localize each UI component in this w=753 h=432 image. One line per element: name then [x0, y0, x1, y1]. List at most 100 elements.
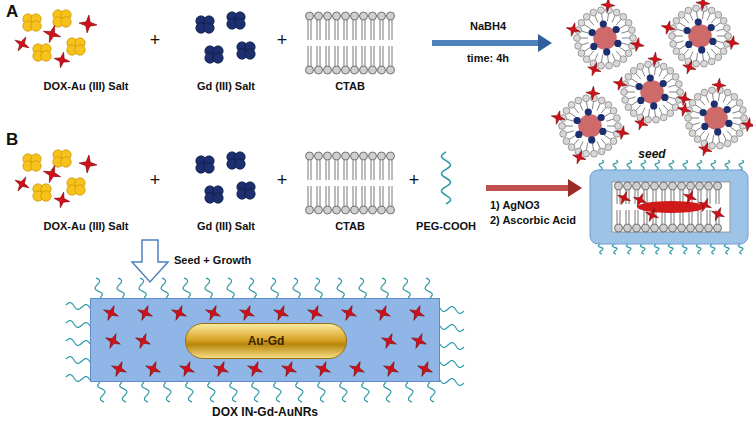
dox-star [282, 362, 297, 377]
peg-chain [440, 379, 464, 386]
peg-chain [227, 278, 234, 298]
gd-salt [196, 156, 214, 173]
peg-chain [440, 325, 464, 332]
seed-micelle [661, 0, 739, 74]
dox-star [646, 209, 659, 222]
dox-star [566, 23, 580, 37]
peg-chain [186, 382, 193, 402]
dox-star [112, 362, 127, 377]
seed-growth-arrow [132, 240, 168, 282]
peg-chain [738, 244, 743, 254]
dox-star [54, 52, 70, 68]
dox-star [274, 306, 289, 321]
scheme-label: seed [638, 147, 665, 161]
ctab-bilayer [306, 152, 395, 214]
peg-chain [440, 307, 464, 314]
rod-label: Au-Gd [248, 334, 285, 348]
dox-star [240, 306, 255, 321]
peg-chain [640, 244, 645, 254]
dox-star [635, 117, 648, 130]
dox-star [206, 306, 221, 321]
scheme-label: CTAB [335, 220, 365, 233]
dox-star [172, 306, 187, 321]
peg-chain [359, 278, 366, 298]
au-salt [53, 10, 71, 27]
seed-micelle [677, 78, 753, 156]
au-salt [67, 38, 85, 55]
au-salt [67, 178, 85, 195]
peg-chain [598, 244, 603, 254]
au-salt [53, 150, 71, 167]
gd-salt [196, 16, 214, 33]
dox-star [712, 208, 725, 221]
peg-chain [164, 382, 171, 402]
peg-chain [627, 160, 632, 170]
seed-micelle [613, 52, 691, 130]
dox-star [410, 306, 425, 321]
peg-chain [711, 160, 716, 170]
plus-sign: + [409, 170, 420, 192]
gd-salt [205, 186, 223, 203]
dox-star [382, 334, 397, 349]
seed-micelle [551, 86, 629, 164]
peg-chain [626, 244, 631, 254]
growth-arrow [486, 179, 582, 197]
peg-chain [293, 278, 300, 298]
peg-chain [362, 382, 369, 402]
dox-star [699, 143, 712, 156]
dox-star [586, 86, 600, 100]
peg-chain [139, 278, 146, 298]
peg-chain [315, 278, 322, 298]
peg-chain [696, 244, 701, 254]
dox-star [15, 37, 29, 51]
gd-salt [227, 12, 245, 29]
dox-star [308, 306, 323, 321]
ctab-bilayer [306, 12, 395, 74]
peg-chain [117, 278, 124, 298]
peg-chain [271, 278, 278, 298]
au-salt [33, 184, 51, 201]
gd-salt [227, 152, 245, 169]
dox-star [316, 362, 331, 377]
peg-chain [710, 244, 715, 254]
gd-salt [237, 182, 255, 199]
dox-star [588, 63, 601, 76]
peg-chain [120, 382, 127, 402]
peg-chain [66, 357, 90, 364]
peg-chain [613, 160, 618, 170]
dox-star [43, 25, 60, 42]
peg-chain [683, 160, 688, 170]
peg-chain [655, 160, 660, 170]
peg-chain [205, 278, 212, 298]
peg-chain [183, 278, 190, 298]
product-label: DOX IN-Gd-AuNRs [212, 405, 318, 419]
dox-star [384, 362, 399, 377]
scheme-label: Seed + Growth [174, 254, 251, 267]
peg-chain [654, 244, 659, 254]
peg-chain [739, 160, 744, 170]
scheme-label: DOX-Au (III) Salt [44, 80, 129, 93]
dox-star [741, 118, 753, 132]
scheme-label: 1) AgNO3 [490, 199, 540, 212]
peg-chain [599, 160, 604, 170]
scheme-label: Gd (III) Salt [197, 220, 255, 233]
peg-chain [66, 375, 90, 382]
peg-chain [697, 160, 702, 170]
dox-star [661, 21, 675, 35]
peg-chain [428, 382, 435, 402]
nanorod-shell: DOX IN-Gd-AuNRsAu-Gd [90, 298, 440, 382]
peg-chain [682, 244, 687, 254]
scheme-label: A [6, 2, 18, 22]
au-salt [23, 154, 41, 171]
scheme-label: Gd (III) Salt [197, 80, 255, 93]
peg-chain [142, 382, 149, 402]
dox-star [683, 61, 696, 74]
dox-star [376, 306, 391, 321]
seed-micelle [566, 0, 644, 76]
dox-star [613, 77, 627, 91]
dox-star [43, 165, 60, 182]
peg-chain [406, 382, 413, 402]
dox-star [725, 36, 739, 50]
dox-star [350, 362, 365, 377]
